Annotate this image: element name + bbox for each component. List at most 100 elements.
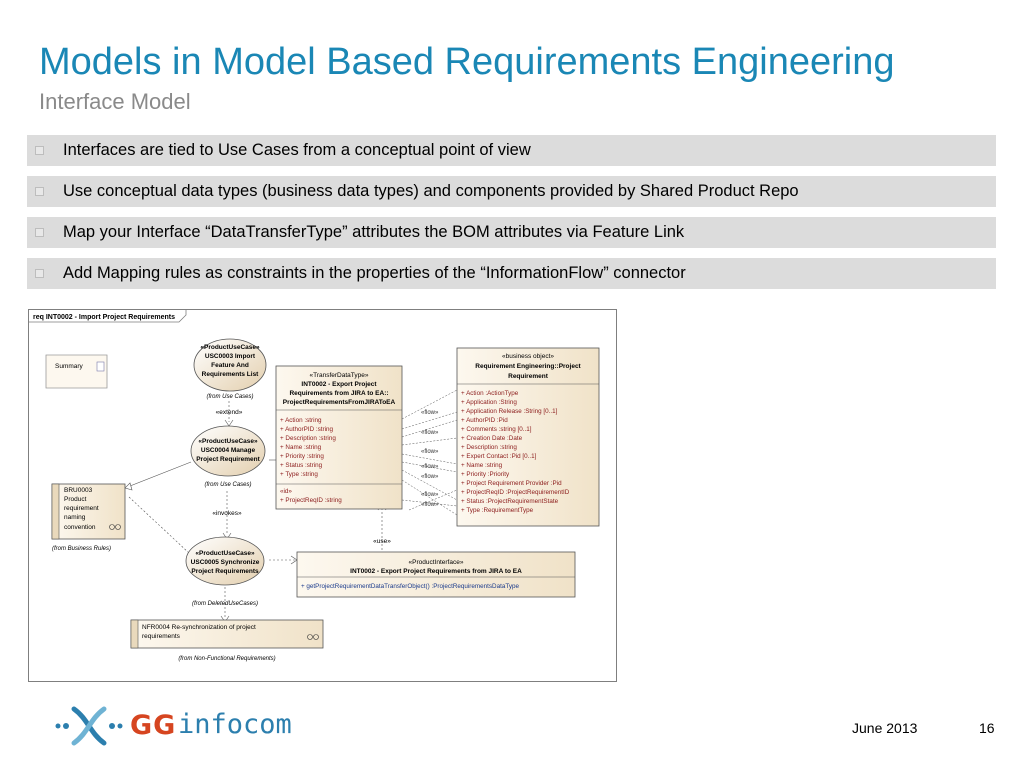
bru-text: requirement [64, 505, 99, 512]
summary-note-label: Summary [55, 363, 84, 370]
frame-tab [29, 310, 187, 323]
bo-attribute: + Expert Contact :Pid [0..1] [461, 453, 537, 460]
tdt-id-section: «id» [280, 488, 292, 495]
bru-text: convention [64, 524, 96, 531]
use-case-usc0003: «ProductUseCase» USC0003 Import Feature … [193, 338, 267, 400]
extend-label: «extend» [216, 409, 243, 416]
bo-attribute: + Application Release :String [0..1] [461, 408, 558, 415]
tdt-attribute: + Description :string [280, 435, 336, 442]
nfr-nfr0004: NFR0004 Re-synchronization of project re… [130, 619, 324, 662]
product-interface-class: «ProductInterface» INT0002 - Export Proj… [296, 551, 576, 598]
link-icon [307, 634, 313, 640]
tdt-attribute: + Status :string [280, 462, 323, 469]
use-case-usc0005: «ProductUseCase» USC0005 Synchronize Pro… [185, 536, 265, 607]
uc1-from: (from Use Cases) [206, 394, 253, 400]
interface-stereotype: «ProductInterface» [409, 559, 464, 566]
bo-attribute: + Comments :string [0..1] [461, 426, 532, 433]
bo-attribute: + Application :String [461, 399, 517, 406]
tdt-attribute: + AuthorPID :string [280, 426, 334, 433]
bo-attribute: + Priority :Priority [461, 471, 510, 478]
tdt-attribute: + Priority :string [280, 453, 324, 460]
dna-helix-icon [55, 706, 123, 746]
flow-label: «flow» [421, 492, 439, 498]
uc2-name: USC0004 Manage [201, 447, 256, 454]
nfr-text: requirements [142, 633, 181, 640]
bo-attribute: + Type :RequirementType [461, 507, 534, 514]
document-icon [96, 361, 105, 372]
flow-connectors [401, 389, 458, 516]
bullet-icon [35, 187, 44, 196]
bullet-icon [35, 146, 44, 155]
uc2-from: (from Use Cases) [204, 482, 251, 488]
transfer-data-type-class: «TransferDataType» INT0002 - Export Proj… [275, 365, 403, 510]
bullet-text: Add Mapping rules as constraints in the … [63, 264, 686, 282]
slide-subtitle: Interface Model [39, 89, 191, 114]
uml-diagram: req INT0002 - Import Project Requirement… [28, 309, 617, 682]
tdt-stereotype: «TransferDataType» [309, 372, 368, 379]
bo-attribute: + Description :string [461, 444, 517, 451]
uc1-name: Feature And [211, 362, 249, 369]
bullet-item: Map your Interface “DataTransferType” at… [27, 217, 996, 248]
logo-gg-text: GG [130, 710, 177, 741]
link-icon [109, 524, 115, 530]
bullet-item: Interfaces are tied to Use Cases from a … [27, 135, 996, 166]
uc3-stereotype: «ProductUseCase» [195, 550, 255, 557]
use-case-usc0004: «ProductUseCase» USC0004 Manage Project … [190, 425, 266, 488]
uc1-name: USC0003 Import [205, 353, 256, 360]
bo-stereotype: «business object» [502, 353, 554, 360]
flow-label: «flow» [421, 410, 439, 416]
bullet-text: Interfaces are tied to Use Cases from a … [63, 141, 531, 159]
bo-attribute: + Creation Date :Date [461, 435, 523, 442]
tdt-id-attribute: + ProjectReqID :string [280, 497, 342, 504]
logo-infocom-text: infocom [178, 709, 292, 740]
use-label: «use» [373, 538, 391, 545]
frame-label: req INT0002 - Import Project Requirement… [33, 314, 175, 321]
bo-attribute: + AuthorPID :Pid [461, 417, 508, 424]
uc3-name: Project Requirements [191, 568, 259, 575]
slide-title: Models in Model Based Requirements Engin… [39, 41, 895, 83]
bullet-item: Add Mapping rules as constraints in the … [27, 258, 996, 289]
bo-attribute: + Name :string [461, 462, 503, 469]
flow-labels: «flow» «flow» «flow» «flow» «flow» «flow… [421, 410, 439, 508]
footer-date: June 2013 [852, 720, 918, 736]
interface-name: INT0002 - Export Project Requirements fr… [350, 568, 522, 575]
nfr-text: NFR0004 Re-synchronization of project [142, 624, 256, 631]
invokes-label: «invokes» [212, 510, 242, 517]
flow-label: «flow» [421, 502, 439, 508]
bullet-icon [35, 269, 44, 278]
bullet-text: Map your Interface “DataTransferType” at… [63, 223, 685, 241]
tdt-name: ProjectRequirementsFromJIRAToEA [283, 399, 396, 406]
flow-label: «flow» [421, 449, 439, 455]
uc1-name: Requirements List [202, 371, 260, 378]
bru-text: naming [64, 514, 86, 521]
flow-label: «flow» [421, 430, 439, 436]
bullet-item: Use conceptual data types (business data… [27, 176, 996, 207]
page-number: 16 [979, 720, 995, 736]
uc1-stereotype: «ProductUseCase» [200, 344, 260, 351]
business-object-class: «business object» Requirement Engineerin… [456, 347, 600, 527]
tdt-attribute: + Name :string [280, 444, 322, 451]
interface-operation: + getProjectRequirementDataTransferObjec… [301, 583, 519, 590]
bo-attribute: + Project Requirement Provider :Pid [461, 480, 562, 487]
bo-attribute: + Action :ActionType [461, 390, 519, 397]
company-logo: GG infocom [52, 705, 322, 747]
flow-label: «flow» [421, 474, 439, 480]
uc2-name: Project Requirement [196, 456, 260, 463]
tdt-attribute: + Action :string [280, 417, 322, 424]
bo-attribute: + ProjectReqID :ProjectRequirementID [461, 489, 570, 496]
bru-text: BRU0003 [64, 487, 93, 494]
tdt-attribute: + Type :string [280, 471, 318, 478]
summary-note: Summary [45, 354, 108, 389]
uc2-stereotype: «ProductUseCase» [198, 438, 258, 445]
flow-label: «flow» [421, 464, 439, 470]
bo-attribute: + Status :ProjectRequirementState [461, 498, 559, 505]
business-rule-bru0003: BRU0003 Product requirement naming conve… [51, 483, 126, 552]
nfr-from: (from Non-Functional Requirements) [178, 656, 275, 662]
bullet-icon [35, 228, 44, 237]
bullet-text: Use conceptual data types (business data… [63, 182, 799, 200]
tdt-name: INT0002 - Export Project [301, 381, 377, 388]
bo-name: Requirement Engineering::Project [475, 363, 581, 370]
bo-name: Requirement [508, 373, 549, 380]
tdt-name: Requirements from JIRA to EA:: [289, 390, 388, 397]
uc3-from: (from DeletedUseCases) [192, 601, 258, 607]
